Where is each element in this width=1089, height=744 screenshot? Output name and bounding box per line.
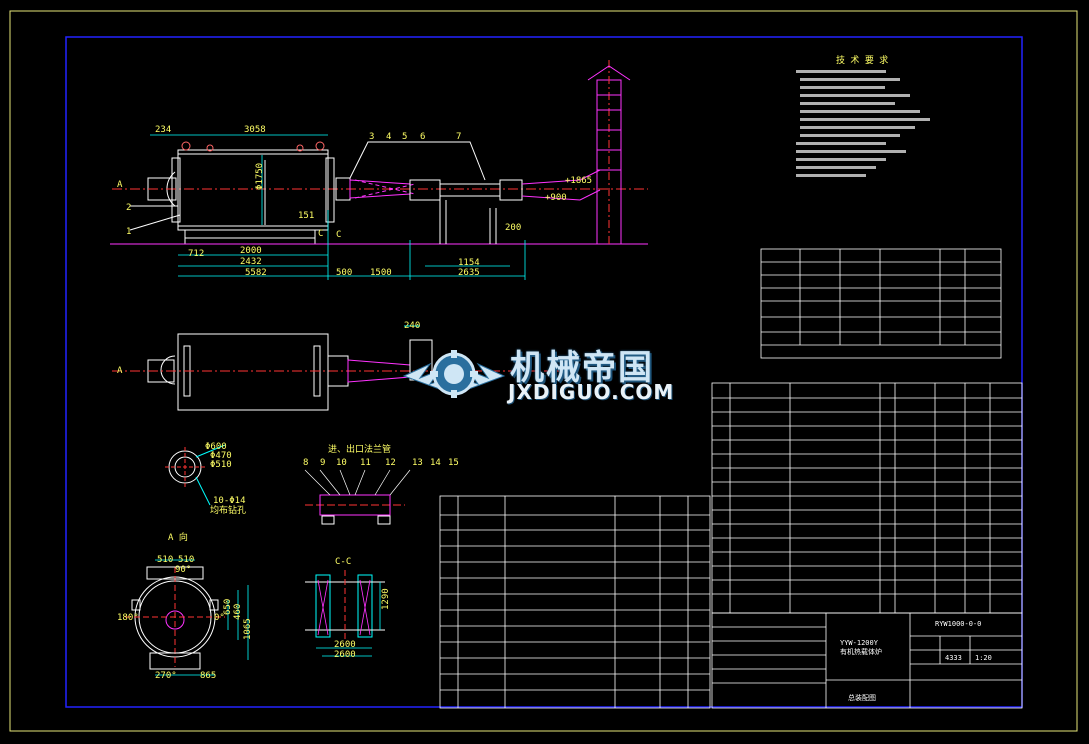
flange-detail — [165, 444, 226, 506]
dim-200: 200 — [505, 223, 521, 233]
title-block-product: YYW-1200Y — [840, 639, 879, 647]
part-num-10: 10 — [336, 458, 347, 468]
dim-phi510: Φ510 — [210, 460, 232, 470]
title-block — [711, 612, 1023, 709]
dim-90deg: 90° — [175, 565, 191, 575]
dim-plus1865: +1865 — [565, 176, 592, 186]
inlet-outlet-title: 进、出口法兰管 — [328, 443, 391, 455]
dim-151: 151 — [298, 211, 314, 221]
dim-270deg: 270° — [155, 671, 177, 681]
dim-460: 460 — [233, 604, 243, 620]
dim-1154: 1154 — [458, 258, 480, 268]
part-num-15: 15 — [448, 458, 459, 468]
part-num-2: 2 — [126, 203, 131, 213]
part-num-11: 11 — [360, 458, 371, 468]
dim-510b: 510 — [178, 555, 194, 565]
part-num-13: 13 — [412, 458, 423, 468]
tech-req-title: 技 术 要 求 — [836, 54, 888, 66]
watermark-cn: 机械帝国 — [510, 348, 654, 388]
section-cc — [305, 570, 385, 657]
dim-865: 865 — [200, 671, 216, 681]
tech-requirements — [796, 70, 930, 177]
part-num-4: 4 — [386, 132, 391, 142]
part-num-7: 7 — [456, 132, 461, 142]
parameter-table — [760, 248, 1002, 359]
dim-500: 500 — [336, 268, 352, 278]
part-num-5: 5 — [402, 132, 407, 142]
dim-2635: 2635 — [458, 268, 480, 278]
gear-wing-logo-icon — [402, 350, 506, 398]
title-block-drawing-no: RYW1000-0-0 — [935, 620, 981, 628]
parts-list-bottom — [439, 495, 711, 709]
outer-frame — [9, 10, 1078, 732]
inner-frame — [65, 36, 1023, 708]
dim-1500: 1500 — [370, 268, 392, 278]
hole-note: 10-Φ14 — [213, 496, 246, 506]
dim-3058: 3058 — [244, 125, 266, 135]
dim-180deg: 180° — [117, 613, 139, 623]
section-label-a-top: A — [117, 180, 123, 190]
dim-2432: 2432 — [240, 257, 262, 267]
part-num-6: 6 — [420, 132, 425, 142]
title-block-scale: 1:20 — [975, 654, 992, 662]
main-elevation-view — [110, 60, 648, 280]
dim-2600: 2600 — [334, 640, 356, 650]
dim-1065: 1065 — [243, 618, 253, 640]
dim-2700: 2600 — [334, 650, 356, 660]
parts-list-right — [711, 382, 1023, 614]
title-block-weight: 4333 — [945, 654, 962, 662]
watermark: 机械帝国 JXDIGUO.COM — [400, 338, 700, 410]
dim-phi1750: Φ1750 — [255, 163, 265, 190]
title-block-subtitle: 有机热载体炉 — [840, 647, 882, 656]
section-label-c-top: C — [336, 230, 341, 240]
dim-510a: 510 — [157, 555, 173, 565]
dim-plus900: +900 — [545, 193, 567, 203]
section-label-c-bottom: C — [318, 229, 323, 239]
part-num-8: 8 — [303, 458, 308, 468]
dim-0deg: 0° — [214, 613, 225, 623]
inlet-outlet-pipe-detail — [304, 469, 411, 525]
view-cc-title: C-C — [335, 557, 351, 567]
dim-5582: 5582 — [245, 268, 267, 278]
part-num-9: 9 — [320, 458, 325, 468]
view-a — [125, 559, 249, 676]
title-block-assembly: 总装配图 — [848, 693, 876, 702]
dim-712: 712 — [188, 249, 204, 259]
part-num-1: 1 — [126, 227, 131, 237]
dim-1290: 1290 — [381, 588, 391, 610]
view-a-title: A 向 — [168, 531, 188, 543]
section-label-a-bottom: A — [117, 366, 123, 376]
hole-note-2: 均布钻孔 — [210, 504, 246, 516]
dim-240: 240 — [404, 321, 420, 331]
dim-234: 234 — [155, 125, 171, 135]
watermark-en: JXDIGUO.COM — [508, 380, 675, 404]
part-num-14: 14 — [430, 458, 441, 468]
dim-2000: 2000 — [240, 246, 262, 256]
dim-650: 650 — [223, 599, 233, 615]
part-num-12: 12 — [385, 458, 396, 468]
dim-phi470: Φ470 — [210, 451, 232, 461]
dim-phi600: Φ600 — [205, 442, 227, 452]
part-num-3: 3 — [369, 132, 374, 142]
